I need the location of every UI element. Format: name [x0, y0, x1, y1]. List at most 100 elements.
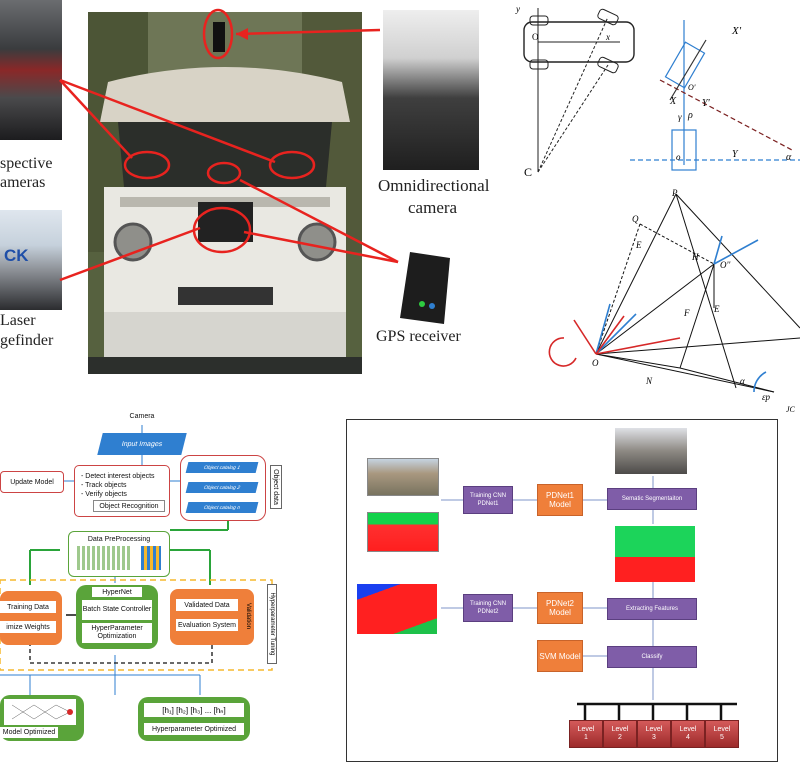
label-c: C: [524, 165, 532, 179]
geo-q: Q: [632, 214, 639, 224]
label-o3: O': [688, 83, 696, 92]
pdnet1-model-node: PDNet1 Model: [537, 484, 583, 516]
object-recognition-node: - Detect interest objects - Track object…: [74, 465, 170, 517]
object-recognition-items: - Detect interest objects - Track object…: [81, 472, 155, 499]
object-catalog-group: Object catalog 1 Object catalog 2 Object…: [180, 455, 266, 521]
label-xp: X': [731, 25, 742, 37]
catalog-item: Object catalog 1: [185, 462, 259, 473]
level-num: 3: [652, 734, 656, 741]
object-data-label: Object data: [270, 465, 282, 509]
label-X: X: [669, 96, 677, 107]
classify-node: Classify: [607, 646, 697, 668]
omni-caption-1: Omnidirectional: [378, 176, 490, 195]
segmentation-stack: [367, 512, 439, 552]
catalog-item: Object catalog n: [185, 502, 259, 513]
level-num: 2: [618, 734, 622, 741]
geo-ep: εp: [762, 392, 771, 402]
level-word: Level: [645, 726, 663, 733]
level-num: 1: [584, 734, 588, 741]
label-o: O: [532, 32, 539, 42]
geometry-diagram: P Q E H O'' F E O N α εp JC: [548, 188, 800, 414]
data-grid-icon: [77, 546, 131, 570]
level-word: Level: [679, 726, 697, 733]
extracting-features-node: Extracting Features: [607, 598, 697, 620]
evaluation-system-label: Evaluation System: [176, 619, 238, 631]
neural-net-icon: [4, 699, 76, 725]
geo-h: H: [691, 252, 699, 262]
model-optimized-block: Model Optimized: [0, 695, 84, 741]
label-gamma: γ: [678, 112, 682, 122]
segmentation-stack-2: [357, 584, 437, 634]
batch-state-label: Batch State Controller: [82, 600, 152, 620]
training-data-label: Training Data: [0, 601, 56, 613]
perspective-camera-photo: [0, 0, 62, 140]
level-word: Level: [577, 726, 595, 733]
geo-e2: E: [713, 304, 720, 314]
laser-rangefinder-photo: [0, 210, 62, 310]
level-num: 4: [686, 734, 690, 741]
level-word: Level: [713, 726, 731, 733]
geo-p: P: [671, 188, 678, 198]
segmentation-output: [615, 526, 695, 582]
label-y: y: [515, 4, 520, 14]
geo-e1: E: [635, 240, 642, 250]
level-num: 5: [720, 734, 724, 741]
update-model-node: Update Model: [0, 471, 64, 493]
camera-label: Camera: [129, 412, 155, 420]
preprocessing-label: Data PreProcessing: [87, 535, 151, 543]
catalog-item: Object catalog 2: [185, 482, 259, 493]
label-rho: ρ: [687, 110, 693, 121]
label-yp: Y': [702, 98, 711, 109]
input-images-node: Input Images: [97, 433, 187, 455]
street-photo-output: [615, 428, 687, 474]
street-photo-stack: [367, 458, 439, 496]
pdnet-flow-diagram: Training CNN PDNet1 PDNet1 Model Sematic…: [346, 419, 778, 762]
svm-model-node: SVM Model: [537, 640, 583, 672]
perspective-caption-2: ameras: [0, 174, 46, 191]
laser-caption-1: Laser: [0, 312, 36, 329]
vehicle-photo: [88, 12, 362, 374]
train-pdnet1-node: Training CNN PDNet1: [463, 486, 513, 514]
geo-alpha: α: [740, 376, 745, 386]
geo-f: F: [683, 308, 690, 318]
label-Y: Y: [732, 149, 739, 160]
perspective-caption-1: spective: [0, 155, 53, 172]
geo-jc: JC: [786, 405, 796, 414]
omni-caption-2: camera: [408, 198, 458, 217]
hparam-list: [h₁] [h₂] [h₃] ... [hₙ]: [144, 703, 244, 717]
hparam-optimized-block: [h₁] [h₂] [h₃] ... [hₙ] Hyperparameter O…: [138, 697, 250, 741]
preprocessing-node: Data PreProcessing: [68, 531, 170, 577]
laser-caption-2: gefinder: [0, 332, 54, 349]
sick-logo: CK: [4, 246, 29, 265]
model-optimized-label: Model Optimized: [0, 727, 58, 738]
omnidirectional-camera-photo: [383, 10, 479, 170]
vehicle-figure: spective ameras CK Laser gefinder Omnidi…: [0, 0, 500, 385]
gps-caption: GPS receiver: [376, 328, 461, 345]
or-item: - Verify objects: [81, 491, 127, 498]
geo-n: N: [645, 376, 653, 386]
level-word: Level: [611, 726, 629, 733]
tuning-label: Hyperparameter Tuning: [267, 584, 277, 664]
hparam-optimized-label: Hyperparameter Optimized: [144, 723, 244, 735]
geo-o: O: [592, 358, 599, 368]
or-item: - Track objects: [81, 482, 127, 489]
hyper-flow-diagram: Camera Input Images Update Model - Detec…: [0, 405, 300, 766]
validated-data-label: Validated Data: [176, 599, 238, 611]
gps-receiver-photo: [400, 252, 450, 324]
hypernet-label: HyperNet: [92, 587, 142, 597]
geo-op: O'': [720, 260, 731, 270]
or-item: - Detect interest objects: [81, 473, 155, 480]
data-grid-icon: [141, 546, 161, 570]
validation-label: Validation: [245, 603, 251, 629]
pdnet2-model-node: PDNet2 Model: [537, 592, 583, 624]
label-x: x: [605, 32, 610, 42]
validation-block: Validated Data Evaluation System: [170, 589, 254, 645]
optimize-weights-label: imize Weights: [0, 621, 56, 633]
label-o2: o: [676, 152, 681, 162]
hyperparam-opt-label: HyperParameter Optimization: [82, 623, 152, 643]
hyper-flow-connectors: [0, 425, 273, 695]
